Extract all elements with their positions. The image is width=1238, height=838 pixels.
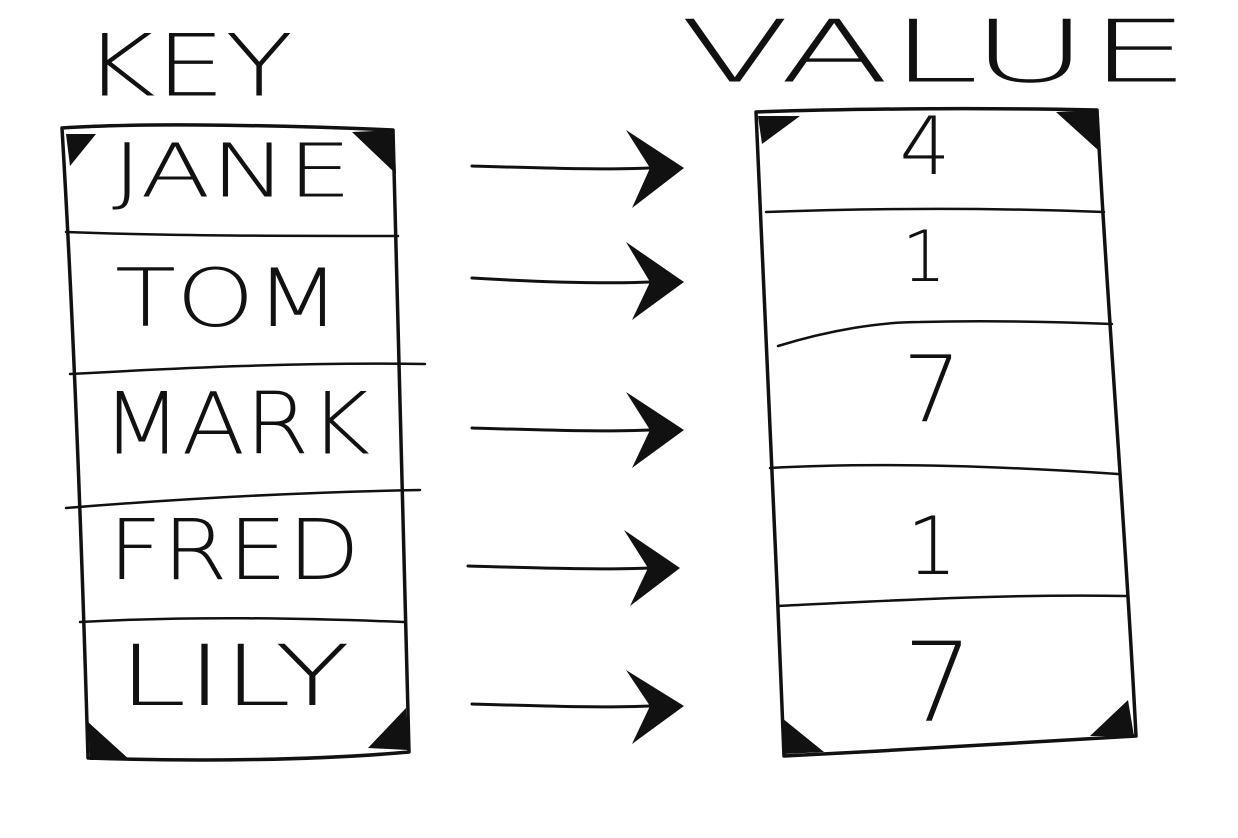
key-column: [60, 123, 427, 762]
arrow: [470, 392, 684, 468]
arrow: [470, 130, 684, 208]
key-column-outline: [60, 123, 411, 762]
key-divider: [78, 616, 406, 624]
value-label: 7: [903, 337, 962, 444]
arrow: [470, 242, 684, 320]
arrows: [466, 130, 684, 744]
value-divider: [776, 594, 1128, 608]
key-divider: [64, 488, 422, 510]
key-labels: JANE TOM MARK FRED LILY: [102, 129, 370, 726]
key-label: FRED: [108, 501, 360, 599]
key-divider: [64, 230, 400, 238]
key-label: LILY: [118, 627, 350, 725]
key-label: JANE: [112, 129, 352, 215]
corner-shade: [66, 134, 96, 166]
value-label: 4: [900, 100, 951, 193]
arrow: [466, 530, 680, 606]
value-labels: 4 1 7 1 7: [900, 100, 973, 746]
value-column: [754, 106, 1138, 758]
corner-shade: [782, 718, 824, 754]
corner-shade: [758, 116, 800, 144]
value-divider: [764, 207, 1106, 214]
value-column-outline: [754, 106, 1138, 758]
value-label: 7: [903, 618, 973, 746]
value-label: 1: [902, 216, 947, 298]
corner-shade: [1090, 700, 1134, 736]
key-header: KEY: [83, 17, 293, 117]
corner-shade: [1056, 110, 1098, 150]
key-label: TOM: [115, 252, 341, 345]
value-divider: [776, 319, 1114, 348]
key-divider: [68, 362, 427, 376]
corner-shade: [352, 130, 396, 174]
value-label: 1: [907, 500, 958, 593]
corner-shade: [88, 722, 130, 760]
key-label: MARK: [102, 375, 370, 475]
arrow: [470, 670, 684, 744]
value-header: VALUE: [680, 3, 1190, 103]
value-divider: [768, 463, 1120, 476]
corner-shade: [368, 708, 408, 750]
